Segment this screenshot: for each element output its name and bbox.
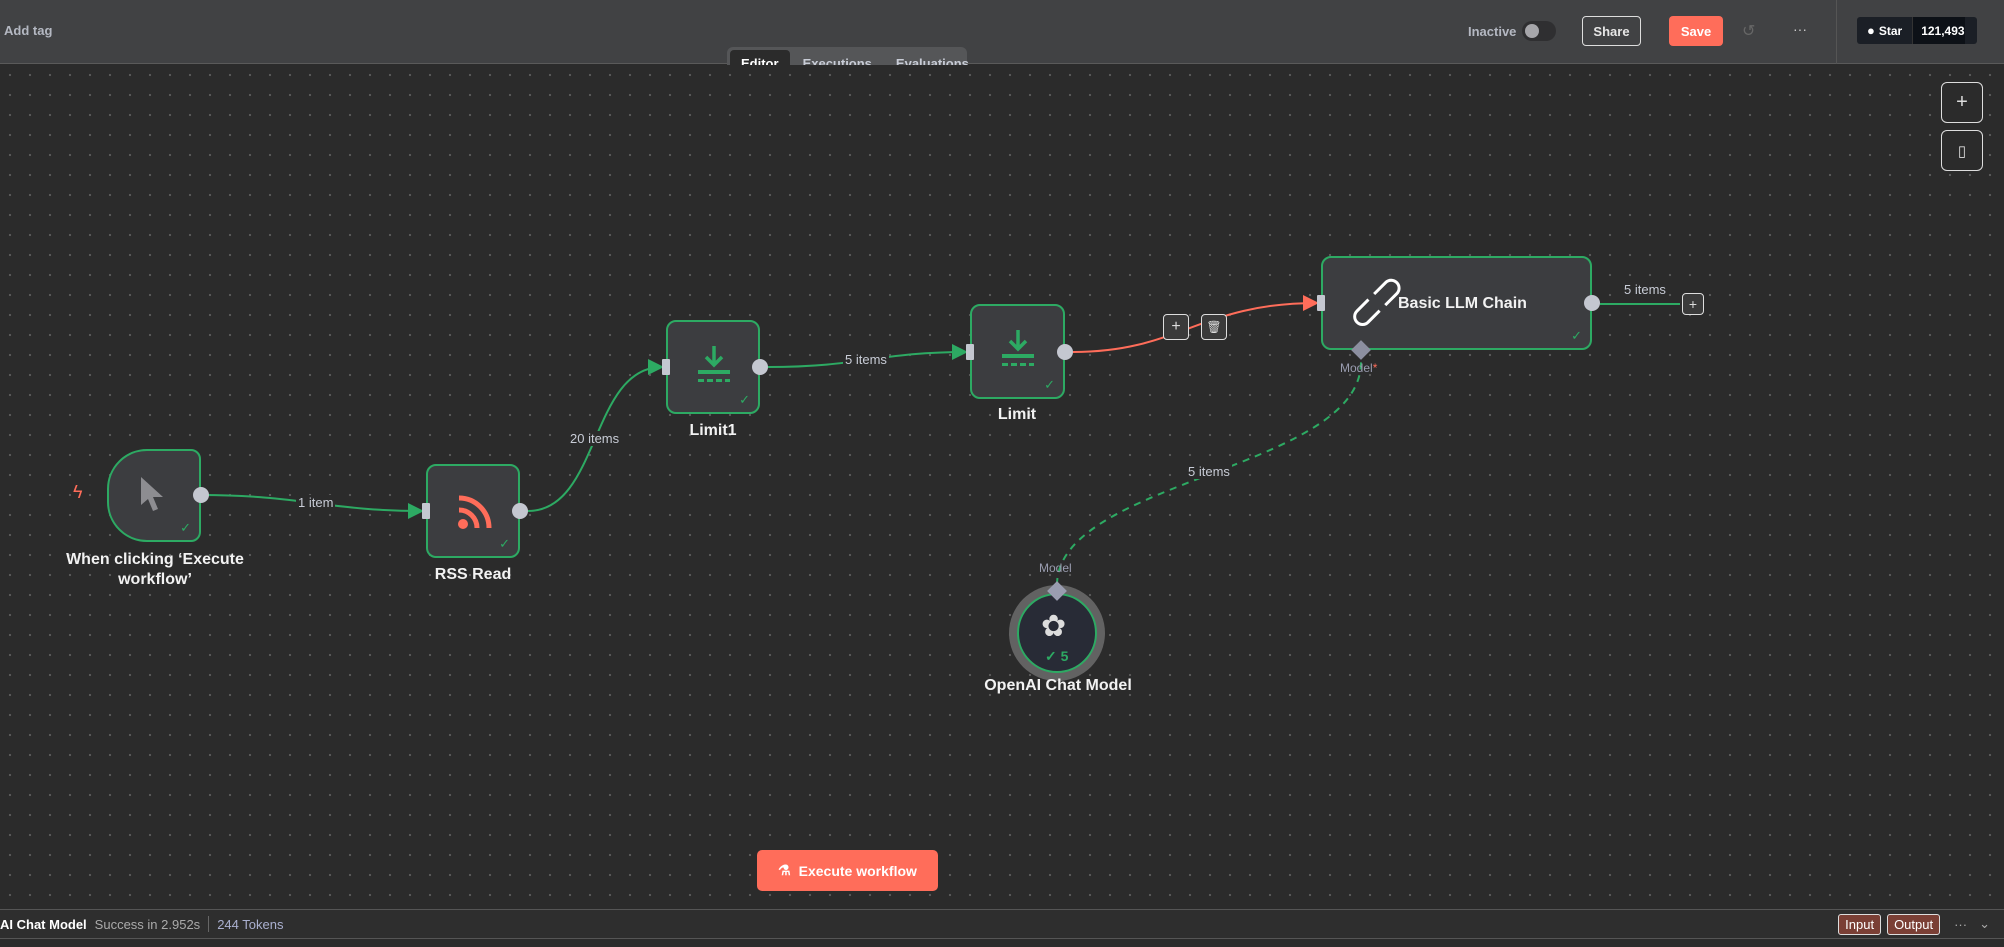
input-toggle-button[interactable]: Input xyxy=(1838,913,1882,935)
success-check-icon: ✓ xyxy=(499,536,510,551)
edge-label: 5 items xyxy=(1622,282,1668,297)
github-icon: ● xyxy=(1867,23,1875,38)
github-star-button[interactable]: ● Star 121,493 xyxy=(1857,17,1977,44)
save-button[interactable]: Save xyxy=(1669,16,1723,46)
edge-limit-chain xyxy=(1072,295,1319,353)
node-limit1[interactable]: ✓ xyxy=(666,320,760,414)
github-star-count: 121,493 xyxy=(1912,17,1965,44)
edge-add-node-button[interactable]: + xyxy=(1163,314,1189,340)
logs-bar: AI Chat Model Success in 2.952s 244 Toke… xyxy=(0,909,2004,939)
limit1-input-handle[interactable] xyxy=(662,359,670,375)
rss-icon xyxy=(458,495,492,529)
share-button[interactable]: Share xyxy=(1582,16,1641,46)
execute-workflow-label: Execute workflow xyxy=(798,862,917,879)
limit-icon xyxy=(698,346,730,382)
success-check-icon: ✓ xyxy=(180,520,191,535)
node-rss-read[interactable]: ✓ xyxy=(426,464,520,558)
logs-status: Success in 2.952s xyxy=(94,916,201,932)
chain-input-handle[interactable] xyxy=(1317,295,1325,311)
success-check-icon: ✓ xyxy=(1044,377,1055,392)
trash-icon: 🗑 xyxy=(1206,320,1222,334)
success-check-icon: ✓ xyxy=(1571,328,1582,343)
limit-input-handle[interactable] xyxy=(966,344,974,360)
logs-node-name: AI Chat Model xyxy=(0,916,87,932)
success-check-icon: ✓ xyxy=(739,392,750,407)
limit1-output-handle[interactable] xyxy=(752,359,768,375)
node-basic-llm-chain[interactable]: ⊂⊃ Basic LLM Chain ✓ xyxy=(1321,256,1592,350)
sticky-note-icon: ▯ xyxy=(1957,142,1967,160)
collapse-chevron-icon[interactable]: ⌄ xyxy=(1979,916,1990,931)
trigger-output-handle[interactable] xyxy=(193,487,209,503)
edge-delete-button[interactable]: 🗑 xyxy=(1201,314,1227,340)
node-trigger[interactable]: ✓ xyxy=(107,449,201,542)
node-trigger-label: When clicking ‘Execute workflow’ xyxy=(66,551,244,588)
logs-more-button[interactable]: ··· xyxy=(1954,916,1968,932)
model-handle-label: Model* xyxy=(1340,361,1378,375)
more-options-button[interactable]: ··· xyxy=(1793,21,1807,37)
edge-label: 5 items xyxy=(1186,464,1232,479)
active-status-label: Inactive xyxy=(1468,24,1517,39)
edge-label: 1 item xyxy=(296,495,336,510)
node-openai-label: OpenAI Chat Model xyxy=(984,677,1132,694)
node-openai-chat-model[interactable]: ✿ ✓ 5 xyxy=(1009,585,1105,681)
github-star-label: Star xyxy=(1878,23,1903,38)
output-toggle-button[interactable]: Output xyxy=(1887,913,1941,935)
edge-label: 5 items xyxy=(843,352,889,367)
openai-handle-label: Model xyxy=(1039,561,1072,575)
chain-output-handle[interactable] xyxy=(1584,295,1600,311)
add-tag-link[interactable]: Add tag xyxy=(4,23,53,38)
divider xyxy=(1836,0,1837,64)
add-next-node-button[interactable]: + xyxy=(1682,293,1704,315)
logs-tokens: 244 Tokens xyxy=(217,916,284,932)
edge-label: 20 items xyxy=(568,431,622,446)
node-rss-label: RSS Read xyxy=(434,566,512,583)
run-count: ✓ 5 xyxy=(1045,648,1069,664)
node-chain-label: Basic LLM Chain xyxy=(1398,295,1527,312)
node-limit-label: Limit xyxy=(997,406,1037,423)
active-toggle[interactable] xyxy=(1522,21,1556,41)
limit-icon xyxy=(1002,330,1034,366)
limit-output-handle[interactable] xyxy=(1057,344,1073,360)
trigger-lightning-icon: ϟ xyxy=(73,482,83,502)
openai-icon: ✿ xyxy=(1041,610,1067,643)
cursor-icon xyxy=(141,477,163,511)
add-sticky-note-button[interactable]: ▯ xyxy=(1941,130,1983,171)
rss-output-handle[interactable] xyxy=(512,503,528,519)
execute-workflow-button[interactable]: ⚗ Execute workflow xyxy=(757,850,938,891)
node-limit1-label: Limit1 xyxy=(689,422,737,439)
node-limit[interactable]: ✓ xyxy=(970,304,1065,399)
add-node-button[interactable]: + xyxy=(1941,82,1983,123)
history-icon[interactable]: ↺ xyxy=(1742,23,1756,40)
workflow-canvas[interactable] xyxy=(0,65,2004,909)
rss-input-handle[interactable] xyxy=(422,503,430,519)
flask-icon: ⚗ xyxy=(778,862,791,878)
